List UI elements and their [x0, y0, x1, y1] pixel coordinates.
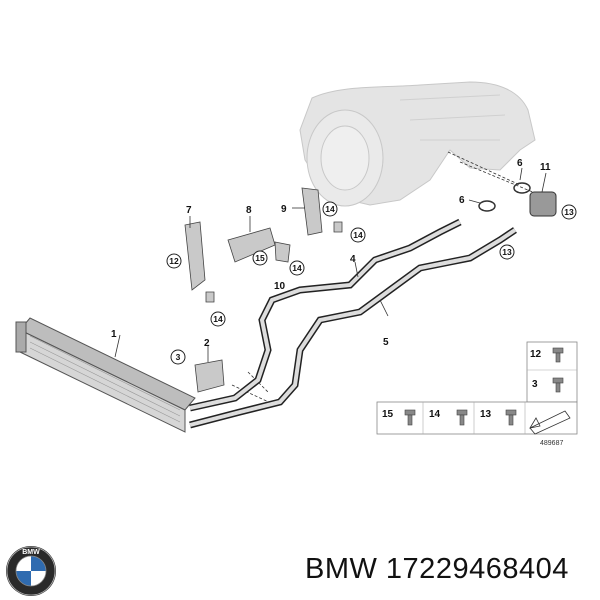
leader-lines: [231, 151, 541, 406]
svg-text:12: 12: [169, 256, 179, 266]
circled-callout-13-a: 13: [561, 204, 577, 220]
callout-5: 5: [383, 337, 389, 348]
callout-6-upper: 6: [517, 158, 523, 169]
svg-text:13: 13: [502, 247, 512, 257]
bmw-logo: BMW: [6, 546, 56, 596]
circled-callout-14-a: 14: [322, 201, 338, 217]
callout-4: 4: [350, 254, 356, 265]
circled-callout-14-c: 14: [289, 260, 305, 276]
transmission-housing: [299, 81, 536, 207]
fastener-legend: 12 3 15 14 13 489687: [376, 341, 578, 447]
legend-label-13: 13: [480, 409, 492, 420]
legend-label-15: 15: [382, 409, 394, 420]
arrow-icon: [529, 410, 571, 435]
svg-text:13: 13: [564, 207, 574, 217]
circled-callout-3: 3: [170, 349, 186, 365]
callout-11: 11: [540, 162, 551, 173]
legend-label-12: 12: [530, 349, 542, 360]
callout-2: 2: [204, 338, 210, 349]
circled-callout-14-d: 14: [210, 311, 226, 327]
screw-icon: [404, 409, 517, 426]
oil-cooler: [15, 317, 196, 433]
brackets: [184, 187, 343, 393]
diagram-number: 489687: [540, 440, 563, 447]
callout-6-lower: 6: [459, 195, 465, 206]
svg-text:14: 14: [325, 204, 335, 214]
callout-8: 8: [246, 205, 252, 216]
svg-text:3: 3: [176, 352, 181, 362]
part-number-caption: BMW 17229468404: [305, 553, 569, 585]
svg-text:15: 15: [255, 253, 265, 263]
connector-fitting: [478, 182, 557, 217]
bolt-icon: [552, 347, 564, 393]
oil-line-4: [189, 218, 462, 412]
logo-lettering: BMW: [22, 549, 40, 556]
label-leaders: [114, 167, 547, 362]
svg-text:14: 14: [292, 263, 302, 273]
callout-1: 1: [111, 329, 117, 340]
svg-text:14: 14: [213, 314, 223, 324]
callout-10: 10: [274, 281, 286, 292]
oil-line-5: [189, 227, 517, 429]
svg-text:14: 14: [353, 230, 363, 240]
circled-callout-12: 12: [166, 253, 182, 269]
circled-callout-14-b: 14: [350, 227, 366, 243]
circled-callout-13-b: 13: [499, 244, 515, 260]
legend-label-3: 3: [532, 379, 538, 390]
callout-9: 9: [281, 204, 287, 215]
circled-callout-15: 15: [252, 250, 268, 266]
callout-7: 7: [186, 205, 192, 216]
legend-label-14: 14: [429, 409, 441, 420]
